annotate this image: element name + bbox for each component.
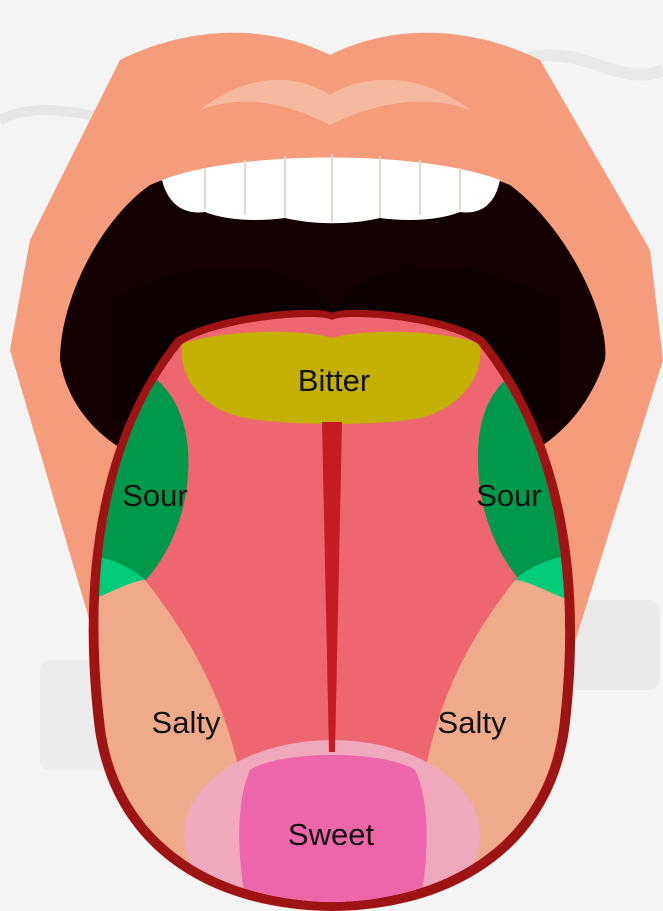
sour-label-right: Sour [476,478,541,513]
bitter-label: Bitter [298,363,370,398]
salty-label-left: Salty [152,705,221,740]
sour-label-left: Sour [122,478,187,513]
salty-label-right: Salty [438,705,507,740]
sweet-label: Sweet [288,817,375,852]
